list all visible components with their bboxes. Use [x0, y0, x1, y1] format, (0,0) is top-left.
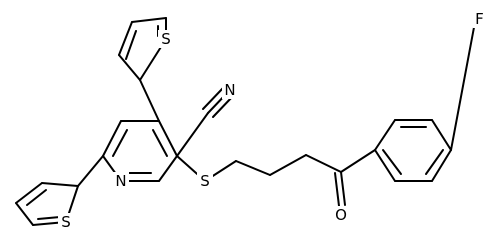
label-o-ketone: O	[335, 206, 347, 224]
carbonyl-to-aryl-bond	[340, 149, 376, 173]
aryl-inner-2	[425, 149, 444, 175]
label-n-nitrile: N	[224, 81, 235, 99]
pyridine-c4-c3-inner	[152, 129, 168, 157]
thiophene-top-c2-c3	[118, 54, 141, 81]
label-s-thiophene-top: S	[161, 30, 171, 48]
pyridine-c4-c3	[158, 120, 178, 157]
atom-n-pyridine: N	[113, 172, 129, 190]
aryl-bond-6	[374, 149, 396, 182]
atom-o-ketone: O	[333, 206, 349, 224]
label-s-thiophene-bottom: S	[61, 213, 71, 231]
label-n-pyridine: N	[115, 172, 126, 190]
c4-cn-bond	[176, 112, 209, 157]
thiophene-top-c4-c5	[131, 17, 167, 23]
c4-thiophene-top-bond	[139, 79, 160, 122]
label-f-fluoro: F	[475, 10, 484, 28]
atom-n-nitrile: N	[222, 81, 238, 99]
thiophene-top-c3-c4	[118, 21, 133, 56]
atom-s-thiophene-top: S	[158, 30, 174, 48]
carbonyl-bond-b	[334, 172, 340, 207]
thiophene-bottom-inner-2	[37, 216, 61, 220]
aryl-bond-4	[431, 149, 452, 182]
c6-thiophene-bottom-bond	[77, 155, 104, 187]
pyridine-c6-c5-inner	[112, 129, 128, 157]
atom-s-thioether: S	[197, 172, 213, 190]
aryl-inner-3	[382, 149, 402, 175]
label-s-thioether: S	[200, 172, 210, 190]
chain-bond-3	[305, 154, 342, 173]
thiophene-bottom-c2-c3	[41, 182, 79, 187]
thiophene-bottom-c4-c5	[15, 202, 34, 226]
pyridine-c6-c5	[102, 120, 122, 157]
pyridine-c3-c2	[158, 155, 178, 182]
nitrile-bond-c	[212, 95, 234, 118]
aryl-bond-1	[374, 119, 396, 151]
thiophene-top-inner-1	[125, 30, 137, 60]
atom-f-fluoro: F	[473, 10, 486, 28]
c-f-bond	[450, 21, 476, 151]
atom-label-layer: N S S S N O F	[58, 10, 486, 231]
bond-layer	[15, 17, 476, 226]
atom-s-thiophene-bottom: S	[58, 213, 74, 231]
thiophene-bottom-c3-c4	[15, 182, 43, 204]
carbonyl-bond-a	[340, 171, 346, 206]
aryl-bond-3	[431, 119, 452, 151]
chain-bond-2	[269, 154, 307, 176]
thiophene-bottom-inner-1	[26, 189, 47, 206]
chain-bond-1	[235, 160, 271, 176]
nitrile-bond-b	[202, 87, 224, 110]
